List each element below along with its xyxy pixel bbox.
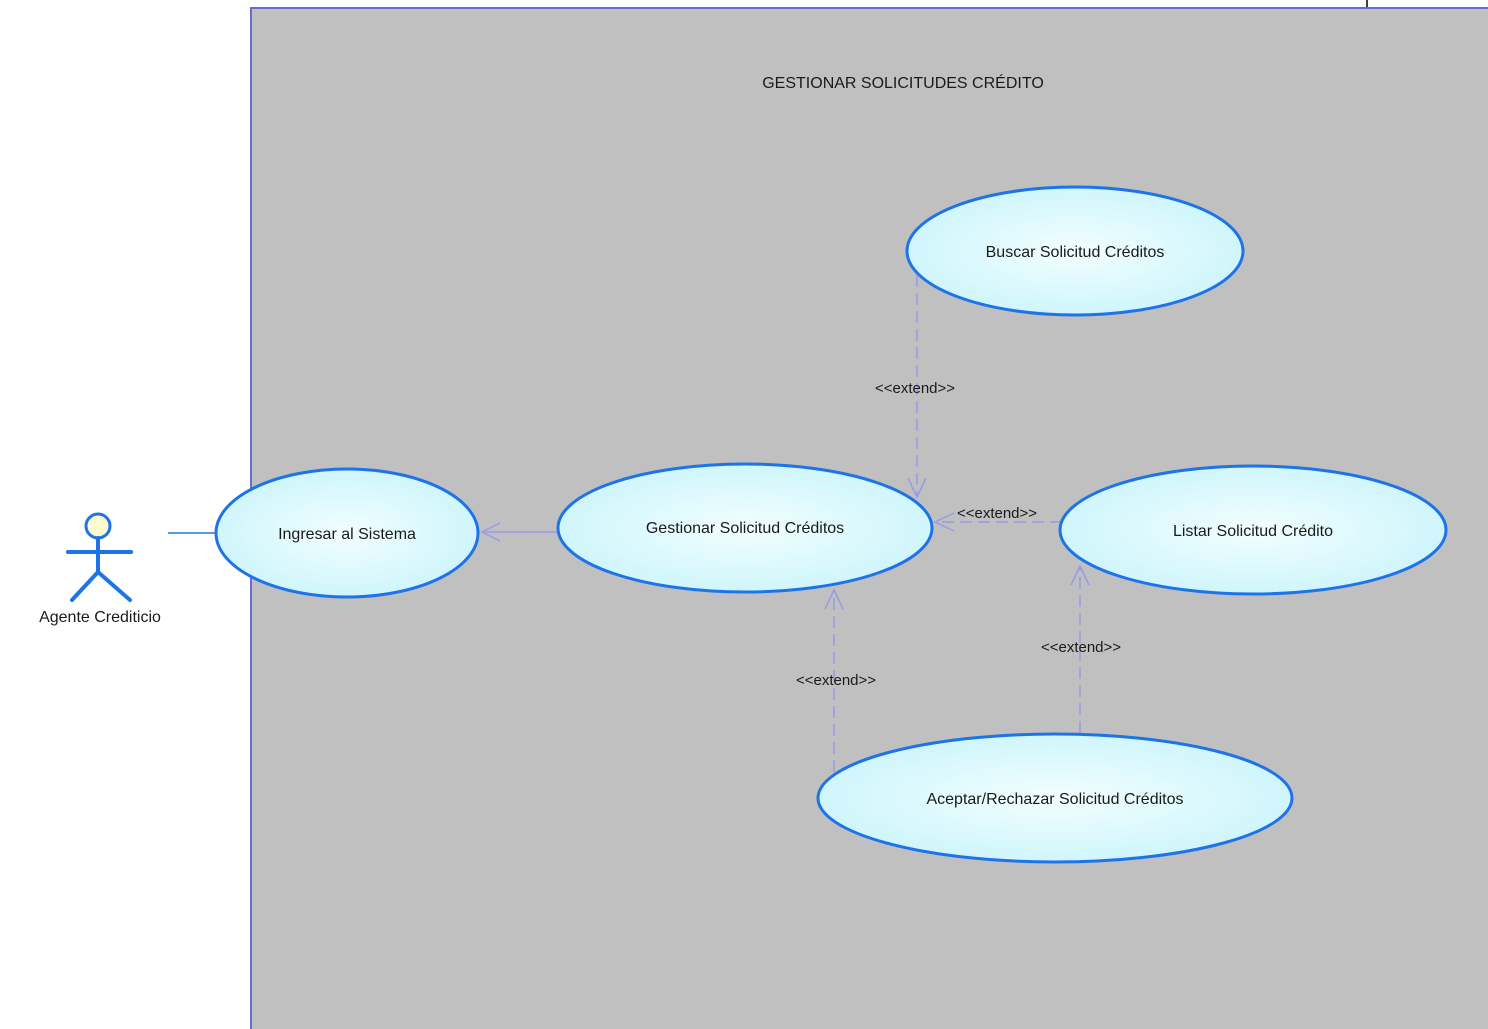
use-case-ingresar-label: Ingresar al Sistema [278,526,416,543]
use-case-listar-label: Listar Solicitud Crédito [1173,523,1333,540]
actor-head [84,512,112,540]
use-case-gestionar-label: Gestionar Solicitud Créditos [646,520,844,537]
use-case-buscar-label: Buscar Solicitud Créditos [986,244,1165,261]
include-connector-gestionar-ingresar [480,522,558,542]
actor-name: Agente Crediticio [39,609,161,626]
extend-connector-aceptar-gestionar [824,588,844,772]
use-case-buscar[interactable]: Buscar Solicitud Créditos [905,185,1245,317]
use-case-gestionar[interactable]: Gestionar Solicitud Créditos [556,462,934,594]
extend-connector-listar [933,512,1062,532]
extend-label-aceptar-listar: <<extend>> [1041,639,1121,656]
extend-label-buscar: <<extend>> [875,380,955,397]
extend-connector-buscar [907,275,927,499]
use-case-listar[interactable]: Listar Solicitud Crédito [1058,464,1448,596]
use-case-aceptar-label: Aceptar/Rechazar Solicitud Créditos [926,791,1183,808]
extend-label-listar: <<extend>> [957,505,1037,522]
use-case-aceptar-rechazar[interactable]: Aceptar/Rechazar Solicitud Créditos [816,732,1294,864]
actor-agente-crediticio[interactable]: Agente Crediticio [39,512,161,626]
use-case-ingresar[interactable]: Ingresar al Sistema [214,467,480,599]
extend-label-aceptar-gestionar: <<extend>> [796,672,876,689]
extend-connector-aceptar-listar [1070,564,1090,733]
actor-body [66,536,133,602]
system-title: GESTIONAR SOLICITUDES CRÉDITO [762,73,1044,92]
